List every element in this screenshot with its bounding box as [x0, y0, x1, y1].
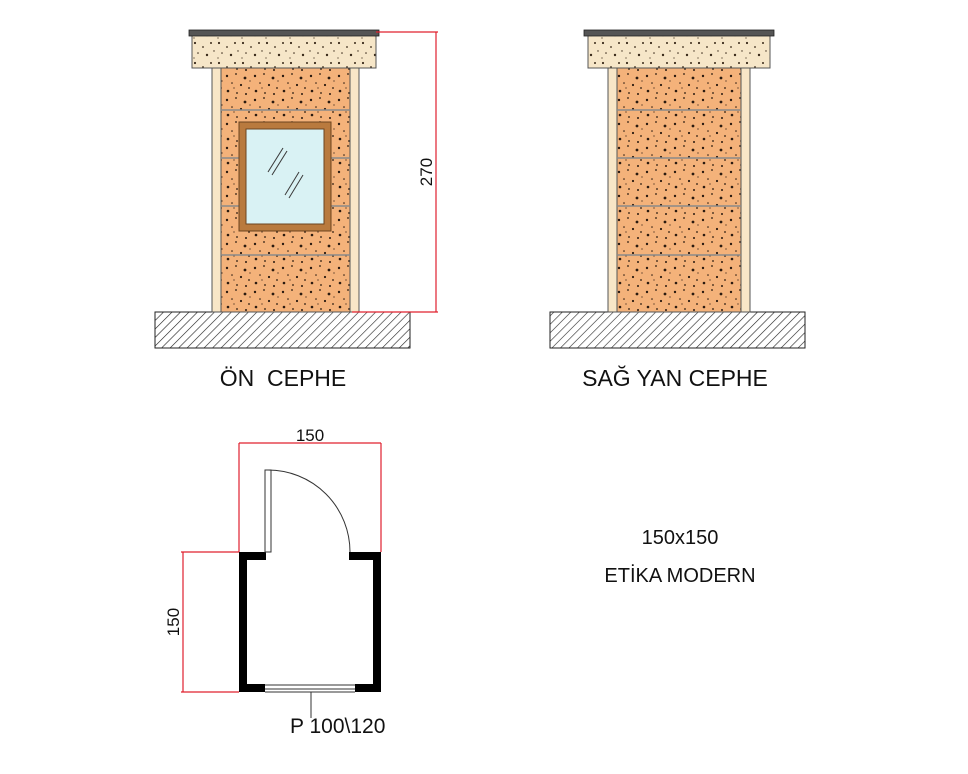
height-dimension	[352, 31, 438, 313]
plan-width-dimension	[238, 442, 382, 552]
window-size-label: P 100\120	[290, 715, 385, 738]
plan-depth-dimension	[181, 551, 239, 693]
side-post-right	[740, 65, 751, 313]
plan-window	[265, 684, 355, 718]
product-size: 150x150	[642, 527, 719, 549]
floor-plan: 150 150 P 100\120	[164, 426, 385, 738]
plan-door	[264, 469, 351, 553]
side-post-left	[607, 65, 618, 313]
side-panel-seams	[617, 109, 741, 256]
front-post-right	[349, 65, 360, 313]
front-post-left	[211, 65, 222, 313]
plan-width-label: 150	[296, 426, 324, 445]
front-view-label: ÖN CEPHE	[220, 365, 347, 391]
plan-depth-label: 150	[164, 608, 183, 636]
plan-walls	[239, 552, 381, 692]
front-cap	[191, 34, 377, 69]
front-elevation: 270 ÖN CEPHE	[154, 29, 438, 391]
side-wall	[616, 65, 742, 313]
side-view-label: SAĞ YAN CEPHE	[582, 365, 768, 391]
side-base	[549, 311, 806, 349]
front-base	[154, 311, 411, 349]
side-cap	[587, 34, 771, 69]
side-elevation: SAĞ YAN CEPHE	[549, 29, 806, 391]
side-roof-edge	[583, 29, 775, 37]
front-roof-edge	[188, 29, 380, 37]
front-window	[238, 121, 332, 232]
height-dimension-label: 270	[417, 158, 436, 186]
product-name: ETİKA MODERN	[604, 564, 755, 587]
